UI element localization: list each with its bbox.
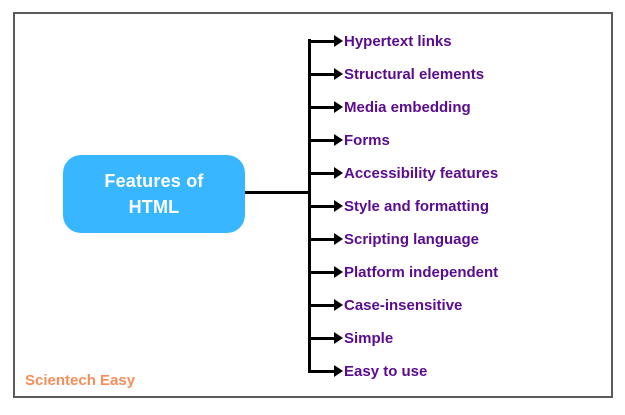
root-to-spine-connector-line — [245, 191, 310, 194]
branch-connector-line — [310, 105, 334, 109]
arrow-right-icon — [334, 134, 343, 146]
feature-label: Platform independent — [344, 263, 499, 281]
root-node-features-of-html: Features of HTML — [63, 155, 245, 233]
branch-connector-line — [310, 39, 334, 43]
feature-branch: Scripting language — [310, 227, 479, 251]
feature-branch: Structural elements — [310, 62, 484, 86]
arrow-right-icon — [334, 266, 343, 278]
feature-label: Structural elements — [344, 65, 485, 83]
feature-label: Scripting language — [344, 230, 480, 248]
branch-connector-line — [310, 204, 334, 208]
feature-label: Simple — [344, 329, 394, 347]
feature-branch: Hypertext links — [310, 29, 452, 53]
branch-connector-line — [310, 303, 334, 307]
arrow-right-icon — [334, 101, 343, 113]
branch-connector-line — [310, 171, 334, 175]
arrow-right-icon — [334, 365, 343, 377]
feature-label: Easy to use — [344, 362, 428, 380]
branch-connector-line — [310, 72, 334, 76]
branch-spine-line — [308, 39, 311, 373]
branch-connector-line — [310, 336, 334, 340]
branch-connector-line — [310, 270, 334, 274]
arrow-right-icon — [334, 35, 343, 47]
feature-branch: Platform independent — [310, 260, 498, 284]
branch-connector-line — [310, 237, 334, 241]
branch-connector-line — [310, 138, 334, 142]
feature-label: Style and formatting — [344, 197, 490, 215]
feature-label: Accessibility features — [344, 164, 499, 182]
arrow-right-icon — [334, 68, 343, 80]
arrow-right-icon — [334, 332, 343, 344]
feature-branch: Forms — [310, 128, 390, 152]
branch-connector-line — [310, 369, 334, 373]
feature-branch: Case-insensitive — [310, 293, 462, 317]
watermark-text: Scientech Easy — [25, 372, 136, 389]
root-node-label-line1: Features of — [104, 171, 204, 191]
feature-label: Media embedding — [344, 98, 471, 116]
feature-label: Case-insensitive — [344, 296, 463, 314]
arrow-right-icon — [334, 299, 343, 311]
feature-branch: Media embedding — [310, 95, 471, 119]
arrow-right-icon — [334, 167, 343, 179]
feature-label: Forms — [344, 131, 390, 149]
feature-label: Hypertext links — [344, 32, 452, 50]
root-node-label-line2: HTML — [128, 197, 180, 217]
feature-branch: Accessibility features — [310, 161, 498, 185]
arrow-right-icon — [334, 200, 343, 212]
feature-branch: Simple — [310, 326, 393, 350]
arrow-right-icon — [334, 233, 343, 245]
feature-branch: Easy to use — [310, 359, 427, 383]
feature-branch: Style and formatting — [310, 194, 489, 218]
